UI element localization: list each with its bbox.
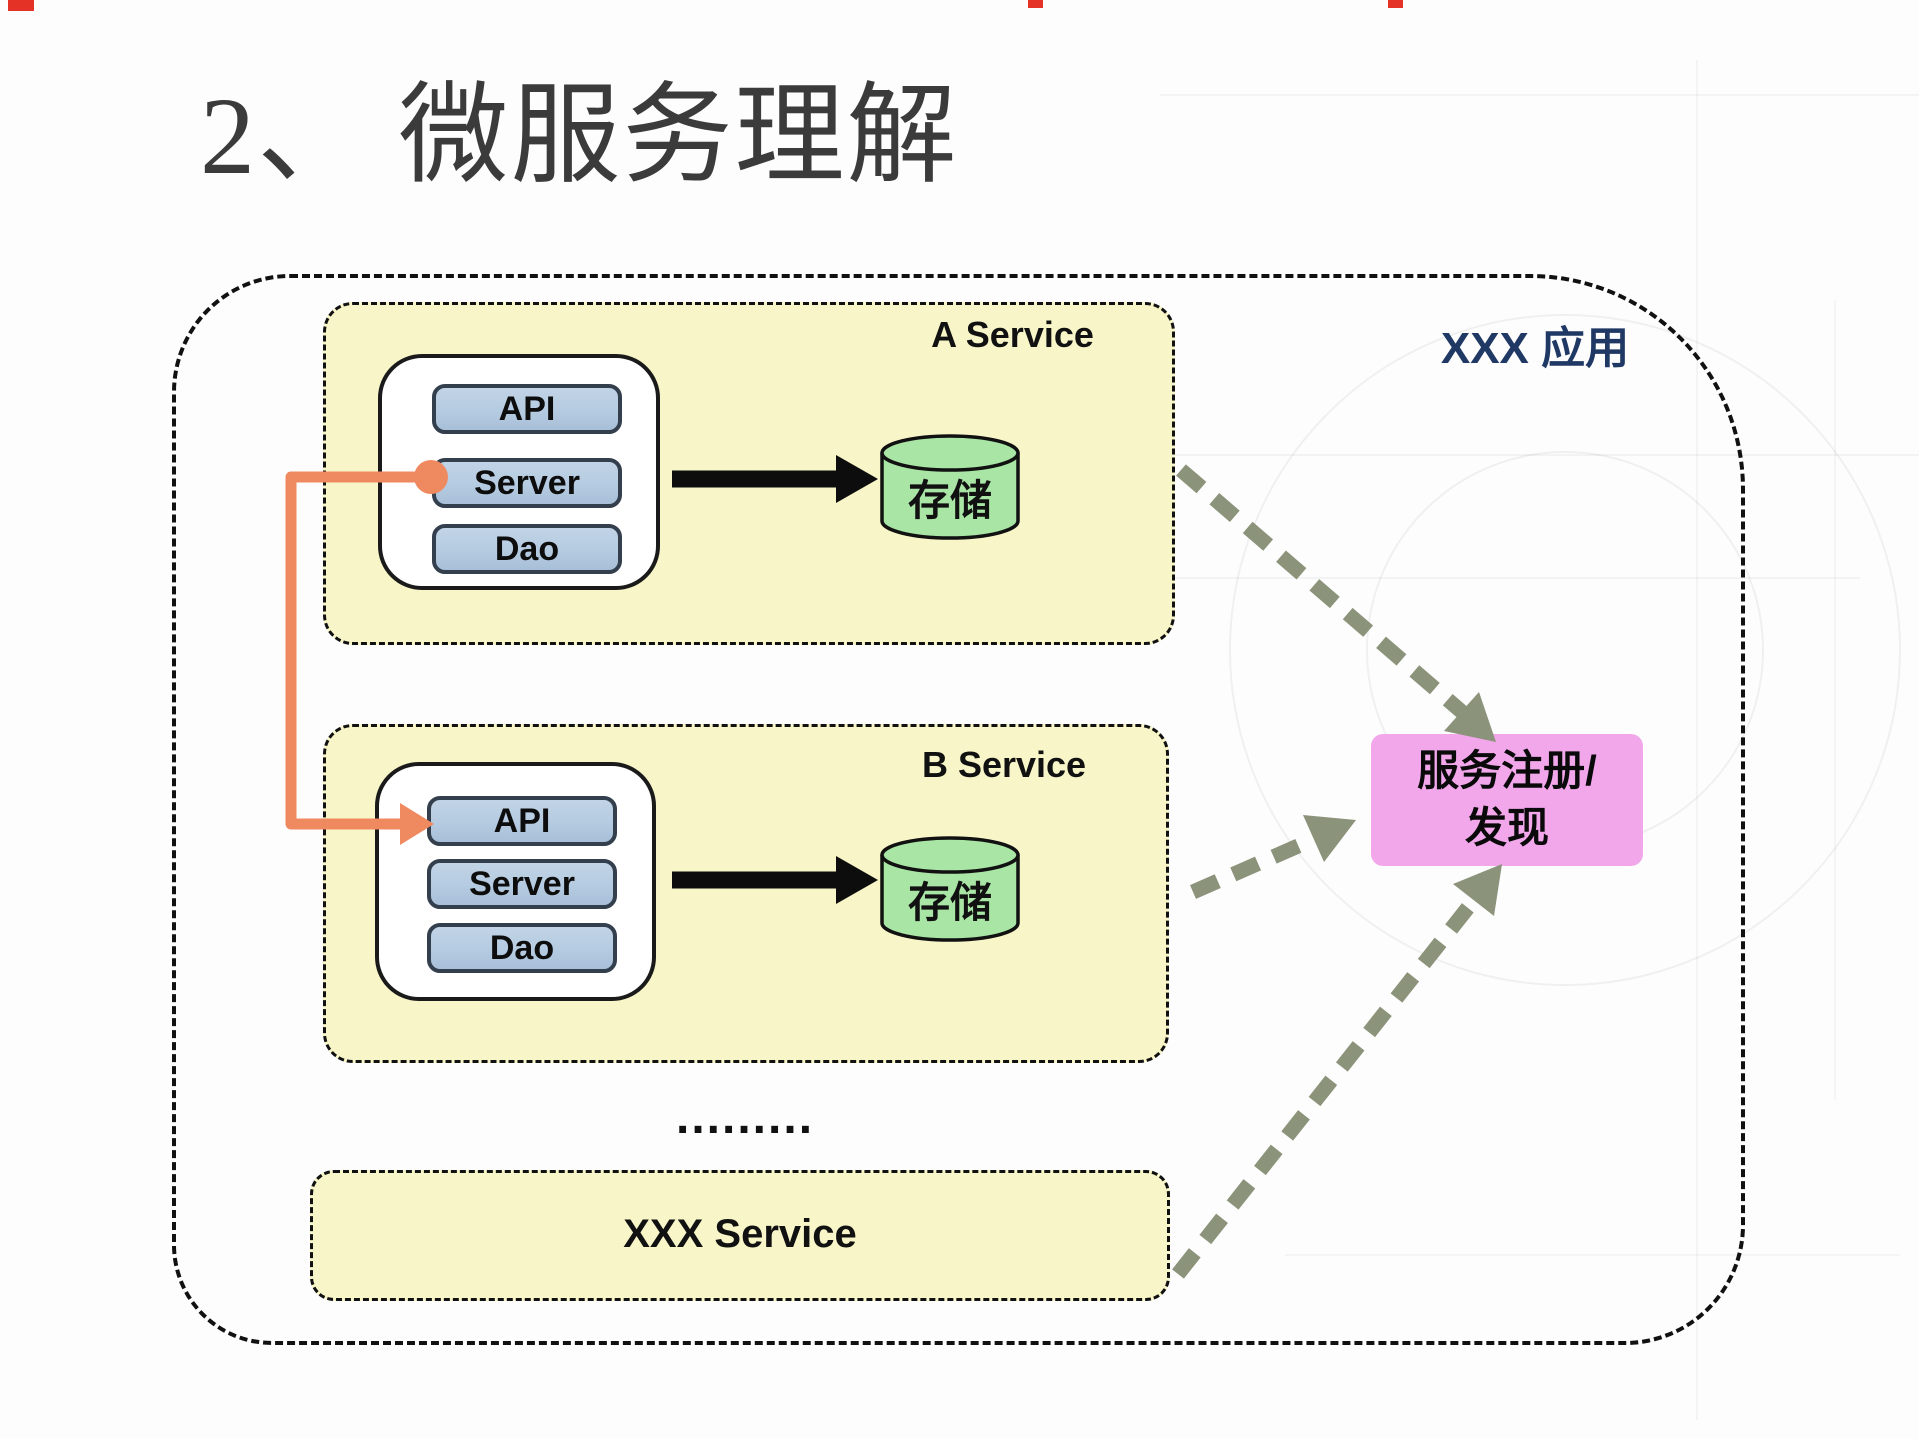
service-a-api-block: API bbox=[432, 384, 622, 434]
arrow-b-to-storage bbox=[672, 856, 878, 904]
service-registry-box: 服务注册/ 发现 bbox=[1371, 734, 1643, 866]
storage-label: 存储 bbox=[907, 879, 992, 926]
service-b-dao-block: Dao bbox=[427, 923, 617, 973]
arrow-a-to-registry bbox=[1176, 464, 1496, 742]
orange-arrowhead bbox=[400, 803, 434, 845]
arrow-a-server-to-b-api bbox=[285, 460, 448, 845]
red-edge-mark bbox=[8, 0, 34, 11]
registry-label-line1: 服务注册/ bbox=[1417, 747, 1597, 795]
storage-label: 存储 bbox=[907, 477, 992, 524]
orange-endpoint-dot bbox=[414, 460, 448, 494]
registry-label-line2: 发现 bbox=[1464, 804, 1549, 851]
cylinder-icon bbox=[880, 836, 1020, 942]
more-services-ellipsis: ......... bbox=[676, 1091, 815, 1144]
service-a-label: A Service bbox=[931, 314, 1094, 355]
service-xxx-label: XXX Service bbox=[623, 1212, 857, 1256]
service-b-storage-cylinder: 存储 bbox=[878, 835, 1022, 943]
red-edge-mark bbox=[1028, 0, 1043, 8]
application-label: XXX 应用 bbox=[1440, 324, 1630, 373]
service-b-label: B Service bbox=[921, 744, 1087, 785]
page-title: 2、 微服务理解 bbox=[200, 75, 959, 197]
service-b-server-block: Server bbox=[427, 859, 617, 909]
service-a-component-stack: API Server Dao bbox=[378, 354, 660, 590]
cylinder-icon bbox=[880, 434, 1020, 540]
application-boundary-box bbox=[172, 274, 1745, 1345]
arrow-xxx-to-registry bbox=[1172, 864, 1502, 1279]
arrow-a-to-storage bbox=[672, 455, 878, 503]
service-b-component-stack: API Server Dao bbox=[375, 762, 656, 1001]
service-a-dao-block: Dao bbox=[432, 524, 622, 574]
service-xxx-box bbox=[310, 1170, 1170, 1301]
service-a-storage-cylinder: 存储 bbox=[878, 433, 1022, 541]
red-edge-mark bbox=[1388, 0, 1403, 8]
service-a-server-block: Server bbox=[432, 458, 622, 508]
arrow-b-to-registry bbox=[1189, 815, 1356, 899]
